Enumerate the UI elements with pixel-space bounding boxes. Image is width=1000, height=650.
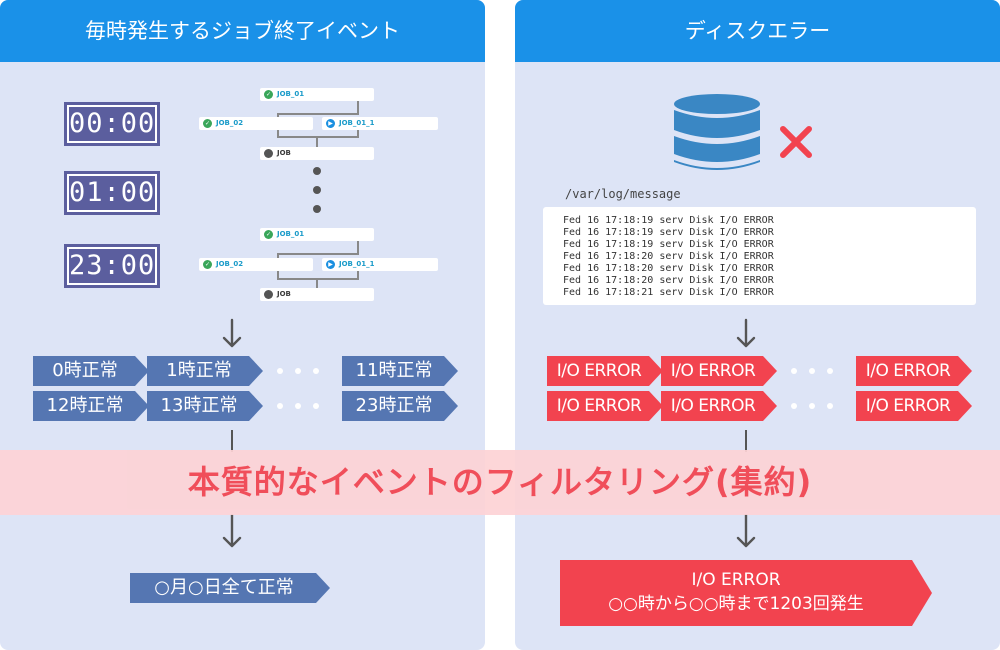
job-node: ▶ JOB_01_1 xyxy=(322,258,438,271)
arrow-down-icon xyxy=(222,318,242,348)
job-connector xyxy=(277,278,359,280)
job-label: JOB_01_1 xyxy=(339,119,375,127)
play-circle-icon: ▶ xyxy=(326,119,335,128)
job-connector xyxy=(277,253,279,262)
x-mark-icon xyxy=(780,126,812,158)
check-circle-icon: ✓ xyxy=(264,90,273,99)
clock-display-01: 01:00 xyxy=(64,171,160,215)
log-line: Fed 16 17:18:19 serv Disk I/O ERROR xyxy=(563,227,774,238)
check-circle-icon: ✓ xyxy=(203,119,212,128)
job-node: ✓ JOB_02 xyxy=(199,117,313,130)
job-connector xyxy=(357,128,359,137)
job-node: ✓ JOB_01 xyxy=(260,228,374,241)
error-step: I/O ERROR xyxy=(856,356,972,386)
job-connector xyxy=(277,253,359,255)
status-step: 1時正常 xyxy=(147,356,263,386)
job-node: JOB xyxy=(260,147,374,160)
status-step: 11時正常 xyxy=(342,356,458,386)
error-summary-title: I/O ERROR xyxy=(691,570,781,590)
ellipsis-dots xyxy=(791,403,837,411)
error-summary-detail: ○○時から○○時まで1203回発生 xyxy=(608,594,864,614)
job-connector xyxy=(277,113,359,115)
job-label: JOB_01 xyxy=(277,230,305,238)
status-step: 12時正常 xyxy=(33,391,149,421)
disk-error-panel: ディスクエラー xyxy=(515,0,1000,650)
log-line: Fed 16 17:18:19 serv Disk I/O ERROR xyxy=(563,239,774,250)
ellipsis-dots xyxy=(277,368,323,376)
job-node: JOB xyxy=(260,288,374,301)
clock-time: 01:00 xyxy=(67,174,157,212)
job-node: ✓ JOB_01 xyxy=(260,88,374,101)
log-line: Fed 16 17:18:19 serv Disk I/O ERROR xyxy=(563,215,774,226)
ellipsis-dots xyxy=(277,403,323,411)
ellipsis-dot xyxy=(313,167,321,175)
job-connector xyxy=(357,241,359,254)
clock-time: 23:00 xyxy=(67,247,157,285)
disk-error-title: ディスクエラー xyxy=(515,0,1000,62)
database-icon xyxy=(674,94,760,170)
error-step: I/O ERROR xyxy=(547,356,663,386)
error-step: I/O ERROR xyxy=(856,391,972,421)
job-label: JOB_01 xyxy=(277,90,305,98)
error-step: I/O ERROR xyxy=(661,391,777,421)
job-label: JOB xyxy=(277,149,291,157)
job-connector xyxy=(277,128,279,137)
check-circle-icon: ✓ xyxy=(203,260,212,269)
job-connector xyxy=(277,136,359,138)
dot-circle-icon xyxy=(264,149,273,158)
arrow-down-icon xyxy=(222,514,242,548)
job-label: JOB_02 xyxy=(216,260,244,268)
log-line: Fed 16 17:18:20 serv Disk I/O ERROR xyxy=(563,251,774,262)
status-step: 23時正常 xyxy=(342,391,458,421)
log-output: Fed 16 17:18:19 serv Disk I/O ERROR Fed … xyxy=(543,207,976,305)
job-events-title: 毎時発生するジョブ終了イベント xyxy=(0,0,485,62)
job-connector xyxy=(357,101,359,114)
clock-display-00: 00:00 xyxy=(64,102,160,146)
log-line: Fed 16 17:18:21 serv Disk I/O ERROR xyxy=(563,287,774,298)
flow-line xyxy=(231,430,233,452)
status-step: 13時正常 xyxy=(147,391,263,421)
clock-display-23: 23:00 xyxy=(64,244,160,288)
job-connector xyxy=(316,136,318,148)
job-connector xyxy=(277,270,279,279)
job-connector xyxy=(357,270,359,279)
play-circle-icon: ▶ xyxy=(326,260,335,269)
error-step: I/O ERROR xyxy=(547,391,663,421)
arrow-down-icon xyxy=(736,318,756,348)
job-node: ▶ JOB_01_1 xyxy=(322,117,438,130)
check-circle-icon: ✓ xyxy=(264,230,273,239)
ellipsis-dot xyxy=(313,205,321,213)
job-label: JOB_02 xyxy=(216,119,244,127)
clock-time: 00:00 xyxy=(67,105,157,143)
job-events-panel: 毎時発生するジョブ終了イベント 00:00 01:00 23:00 ✓ JOB_0… xyxy=(0,0,485,650)
filtering-banner: 本質的なイベントのフィルタリング(集約) xyxy=(0,450,1000,515)
log-line: Fed 16 17:18:20 serv Disk I/O ERROR xyxy=(563,275,774,286)
error-summary: I/O ERROR ○○時から○○時まで1203回発生 xyxy=(560,560,932,626)
result-summary: ○月○日全て正常 xyxy=(130,573,330,603)
job-connector xyxy=(316,278,318,290)
arrow-down-icon xyxy=(736,514,756,548)
flow-line xyxy=(745,430,747,452)
status-step: 0時正常 xyxy=(33,356,149,386)
job-label: JOB xyxy=(277,290,291,298)
log-line: Fed 16 17:18:20 serv Disk I/O ERROR xyxy=(563,263,774,274)
log-file-path: /var/log/message xyxy=(565,187,681,201)
ellipsis-dots xyxy=(791,368,837,376)
job-label: JOB_01_1 xyxy=(339,260,375,268)
job-node: ✓ JOB_02 xyxy=(199,258,313,271)
dot-circle-icon xyxy=(264,290,273,299)
ellipsis-dot xyxy=(313,186,321,194)
error-step: I/O ERROR xyxy=(661,356,777,386)
